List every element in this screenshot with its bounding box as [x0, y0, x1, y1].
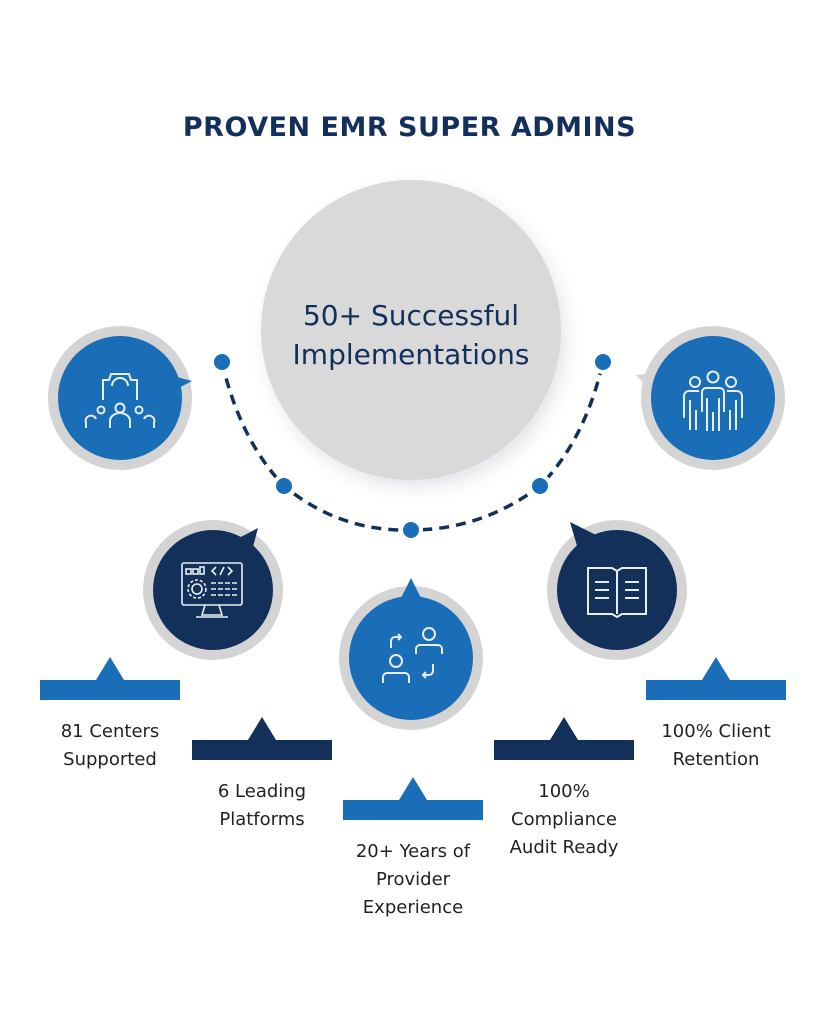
connector-dot [528, 474, 552, 498]
stat-line: Supported [63, 749, 157, 770]
hero-line: 50+ Successful [302, 299, 520, 332]
label-bar [646, 657, 786, 700]
hero-text: 50+ Successful Implementations [261, 296, 561, 374]
people-exchange-icon [382, 627, 443, 683]
stat-label-retention: 100% Client Retention [636, 718, 796, 774]
stat-circle-compliance [547, 520, 687, 660]
connector-dot [210, 350, 234, 374]
stat-line: 100% [538, 781, 590, 802]
hero-line: Implementations [292, 338, 530, 371]
stat-label-compliance: 100% Compliance Audit Ready [484, 778, 644, 862]
connector-dot [272, 474, 296, 498]
connector-dots [210, 350, 615, 542]
stat-circle-platforms [143, 520, 283, 660]
stat-line: Platforms [219, 809, 305, 830]
stat-line: Retention [672, 749, 760, 770]
stat-circle-experience [339, 578, 483, 730]
stat-line: Compliance [511, 809, 617, 830]
stat-circle-retention [636, 326, 785, 470]
connector-dot [591, 350, 615, 374]
stat-line: 81 Centers [60, 721, 160, 742]
page-title: PROVEN EMR SUPER ADMINS [182, 112, 637, 143]
stat-label-experience: 20+ Years of Provider Experience [333, 838, 493, 922]
label-bar [494, 717, 634, 760]
label-bar [192, 717, 332, 760]
stat-line: 100% Client [661, 721, 771, 742]
stat-line: 20+ Years of [355, 841, 471, 862]
hero-circle [261, 180, 561, 480]
stat-line: Experience [362, 897, 464, 918]
stat-label-platforms: 6 Leading Platforms [182, 778, 342, 834]
monitor-code-icon [181, 562, 243, 618]
open-book-icon [587, 567, 647, 619]
stat-label-centers: 81 Centers Supported [30, 718, 190, 774]
label-bars [40, 657, 786, 820]
stat-line: Audit Ready [509, 837, 619, 858]
group-people-icon [683, 370, 743, 431]
label-bar [343, 777, 483, 820]
label-bar [40, 657, 180, 700]
stat-line: 6 Leading [217, 781, 307, 802]
stat-circle-centers [48, 326, 192, 470]
connector-dot [399, 518, 423, 542]
team-gear-icon [84, 373, 156, 428]
stat-line: Provider [375, 869, 451, 890]
